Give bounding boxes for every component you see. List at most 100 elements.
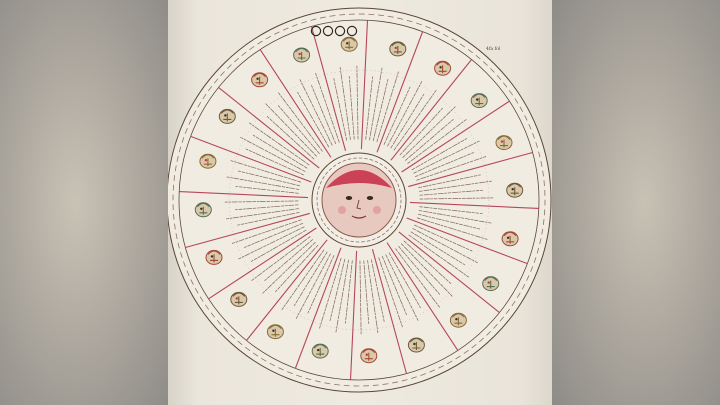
segment-divider <box>190 135 312 183</box>
segment-script-line <box>238 226 305 260</box>
sun-left-eye <box>345 196 353 200</box>
rim-script-stroke <box>324 382 331 385</box>
rim-script-stroke <box>475 55 481 60</box>
hub-script-stroke <box>397 183 400 188</box>
sun-mouth <box>351 215 367 219</box>
day-sign-detail <box>196 202 210 215</box>
rim-script-stroke <box>511 300 516 307</box>
sun-right-cheek <box>373 206 381 214</box>
rim-script-stroke <box>514 98 519 104</box>
top-circle <box>346 25 358 37</box>
day-sign-accent <box>500 140 504 143</box>
day-sign-detail <box>472 93 486 106</box>
rim-script-stroke <box>416 22 422 26</box>
hub-script-stroke <box>318 185 320 190</box>
segment-script-line <box>231 219 302 244</box>
hub-script-stroke <box>366 240 371 242</box>
day-sign-accent <box>511 188 514 191</box>
day-sign-detail <box>220 109 234 122</box>
blurred-background-left <box>0 0 168 405</box>
day-sign-detail <box>207 250 221 263</box>
segment-script-line <box>411 138 468 171</box>
corner-note: 4fa fol <box>486 46 501 52</box>
rim-script-stroke <box>378 14 385 17</box>
hub-script-stroke <box>326 227 330 231</box>
hub-script-stroke <box>391 174 395 178</box>
rim-script-stroke <box>174 223 176 230</box>
rim-script-stroke <box>467 49 473 54</box>
day-sign-vulture <box>293 47 311 63</box>
day-sign-flint-knife <box>434 60 452 76</box>
segment-script-line <box>395 248 440 308</box>
day-sign-accent <box>476 98 479 101</box>
rim-script-stroke <box>401 379 408 382</box>
rim-script-stroke <box>274 31 280 35</box>
rim-script-stroke <box>459 43 466 48</box>
rim-script-stroke <box>249 46 255 50</box>
top-circle <box>334 25 346 37</box>
segment-script-line <box>419 206 483 215</box>
rim-script-stroke <box>526 275 530 281</box>
segment-divider <box>179 190 309 199</box>
rim-script-stroke <box>241 51 247 56</box>
hub-script-stroke <box>347 158 352 160</box>
rim-script-stroke <box>245 346 251 351</box>
segment-script-line <box>319 257 342 329</box>
rim-script-stroke <box>210 312 215 318</box>
segment-script-line <box>414 224 473 252</box>
rim-ring <box>178 19 540 381</box>
rim-script-stroke <box>420 373 427 376</box>
rim-script-stroke <box>261 358 267 362</box>
rim-script-stroke <box>181 137 185 143</box>
segment-script-line <box>367 259 379 334</box>
rim-script-stroke <box>517 292 521 298</box>
hub-script-stroke <box>342 159 347 162</box>
day-sign-detail <box>451 313 465 326</box>
rim-script-stroke <box>230 334 235 339</box>
day-sign-detail <box>362 348 376 361</box>
rim-script-stroke <box>237 340 243 345</box>
rim-script-stroke <box>483 61 488 66</box>
hub-script-stroke <box>377 235 381 239</box>
segment-script-line <box>417 213 480 230</box>
segment-script-line <box>418 174 481 189</box>
day-sign-rain <box>470 93 488 109</box>
segment-script-line <box>278 105 320 155</box>
segment-script-line <box>252 134 308 169</box>
hub-script-stroke <box>384 166 388 169</box>
segment-divider <box>390 59 472 161</box>
hub-script-stroke <box>319 180 322 185</box>
day-sign-accent <box>200 207 203 210</box>
hub-script-stroke <box>339 237 344 240</box>
segment-divider <box>246 239 328 341</box>
day-sign-detail <box>253 72 267 85</box>
segment-script-line <box>412 228 478 264</box>
rim-script-stroke <box>509 90 513 96</box>
day-sign-accent <box>224 114 227 117</box>
rim-script-stroke <box>530 266 534 272</box>
day-sign-grass <box>199 153 217 169</box>
day-sign-accent <box>455 318 458 321</box>
hub-script-stroke <box>393 220 396 224</box>
segment-script-line <box>339 66 351 141</box>
segment-script-line <box>370 259 385 322</box>
rim-script-stroke <box>192 110 197 116</box>
segment-script-line <box>410 231 466 266</box>
day-sign-detail <box>508 183 522 196</box>
day-sign-detail <box>268 324 282 337</box>
segment-script-line <box>329 258 346 321</box>
day-sign-death-skull <box>360 348 378 364</box>
rim-script-stroke <box>314 380 321 383</box>
segment-divider <box>371 249 408 374</box>
rim-script-stroke <box>499 316 504 322</box>
rim-script-stroke <box>269 362 275 367</box>
day-sign-accent <box>346 42 349 45</box>
rim-script-stroke <box>392 381 399 384</box>
segment-script-line <box>413 140 480 174</box>
segment-script-line <box>295 253 331 319</box>
text-band-guide <box>228 69 490 331</box>
segment-script-line <box>416 156 487 181</box>
segment-divider <box>398 231 500 313</box>
rim-script-stroke <box>532 132 535 139</box>
segment-script-line <box>403 240 452 284</box>
